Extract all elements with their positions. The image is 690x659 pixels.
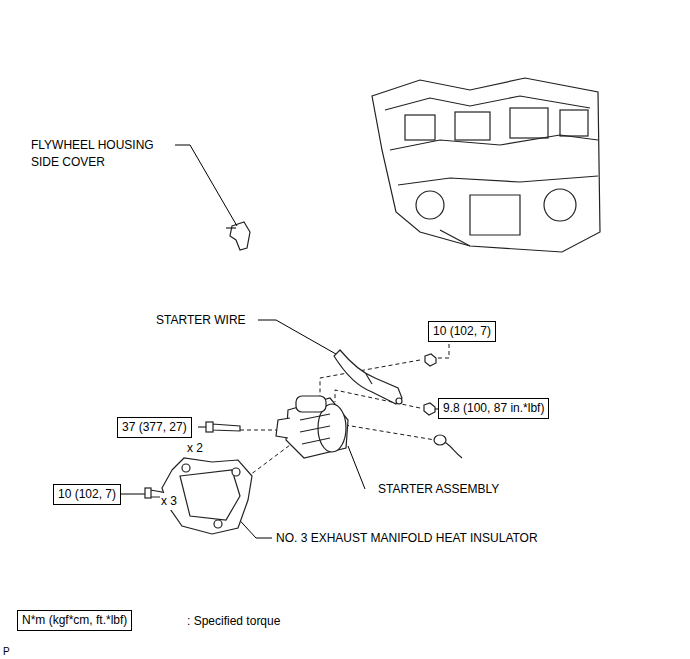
- torque-box: N*m (kgf*cm, ft.*lbf): [17, 610, 132, 631]
- quantity-note: x 2: [186, 440, 204, 457]
- leader-lines: [101, 145, 438, 538]
- torque-box: 37 (377, 27): [117, 417, 192, 438]
- part-name: FLYWHEEL HOUSING SIDE COVER: [30, 137, 172, 171]
- engine-illustration: [372, 78, 600, 252]
- torque-box: 10 (102, 7): [428, 321, 496, 342]
- part-name: STARTER ASSEMBLY: [377, 481, 500, 498]
- flywheel-housing-side-cover: [226, 222, 250, 250]
- torque-value: 37 (377, 27): [122, 420, 187, 434]
- starter-assembly: [276, 396, 348, 458]
- part-name: STARTER WIRE: [155, 312, 247, 329]
- legend-description: : Specified torque: [186, 613, 281, 630]
- torque-value: 10 (102, 7): [58, 487, 116, 501]
- torque-value: N*m (kgf*cm, ft.*lbf): [22, 613, 127, 627]
- quantity-note: x 3: [160, 493, 178, 510]
- part-name: NO. 3 EXHAUST MANIFOLD HEAT INSULATOR: [275, 530, 539, 547]
- torque-box: 9.8 (100, 87 in.*lbf): [438, 398, 549, 419]
- page-marker: P: [2, 643, 11, 659]
- torque-box: 10 (102, 7): [53, 484, 121, 505]
- torque-value: 9.8 (100, 87 in.*lbf): [443, 401, 544, 415]
- dashed-alignment-lines: [230, 344, 449, 490]
- starter-wire: [334, 350, 402, 404]
- torque-value: 10 (102, 7): [433, 324, 491, 338]
